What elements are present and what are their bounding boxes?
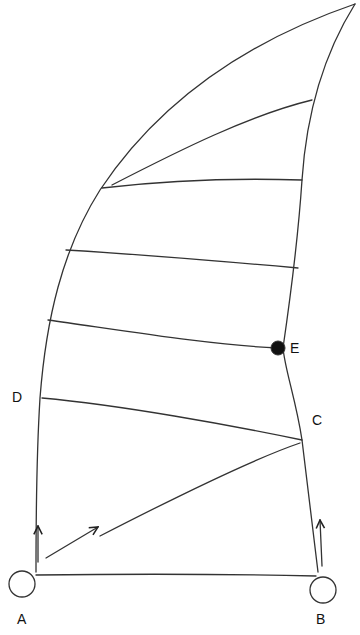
diagonal-line: [100, 443, 300, 536]
tack-ring: [9, 571, 35, 597]
point-label: A: [17, 612, 26, 626]
point-label: B: [316, 612, 325, 626]
force-arrow: [320, 520, 322, 566]
point-label: D: [12, 390, 22, 404]
batten: [112, 100, 312, 185]
force-arrow: [46, 527, 98, 558]
clew-ring: [310, 577, 336, 603]
foot-line: [36, 574, 316, 576]
batten: [48, 320, 278, 348]
force-arrow: [37, 526, 38, 562]
luff-line: [36, 4, 355, 572]
leech-line: [283, 4, 355, 572]
batten: [102, 179, 302, 188]
point-dot: [271, 341, 285, 355]
point-label: C: [312, 413, 322, 427]
batten: [66, 250, 298, 268]
batten: [42, 398, 302, 440]
point-label: E: [290, 341, 299, 355]
